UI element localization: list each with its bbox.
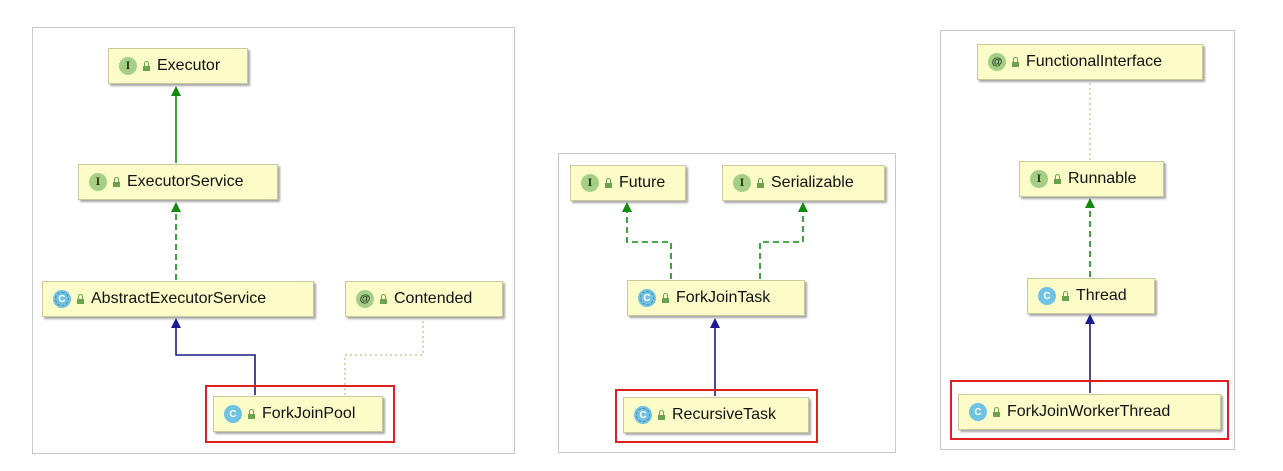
node-label: Thread [1076, 287, 1127, 304]
class-icon: C [224, 405, 242, 423]
node-label: FunctionalInterface [1026, 53, 1163, 70]
lock-icon [993, 407, 1000, 417]
lock-icon [1012, 57, 1019, 67]
lock-icon [248, 409, 255, 419]
node-future[interactable]: I Future [570, 165, 686, 201]
node-label: Future [619, 174, 666, 191]
node-contended[interactable]: @ Contended [345, 281, 503, 317]
class-icon: C [1038, 287, 1056, 305]
node-serializable[interactable]: I Serializable [722, 165, 885, 201]
node-label: RecursiveTask [672, 406, 777, 423]
node-forkjoinpool[interactable]: C ForkJoinPool [213, 396, 383, 432]
lock-icon [658, 410, 665, 420]
abstract-class-icon: C [53, 290, 71, 308]
node-label: ForkJoinTask [676, 289, 771, 306]
node-label: ForkJoinPool [262, 405, 356, 422]
annotation-icon: @ [988, 53, 1006, 71]
node-label: ExecutorService [127, 173, 244, 190]
class-icon: C [969, 403, 987, 421]
node-executor[interactable]: I Executor [108, 48, 248, 84]
interface-icon: I [1030, 170, 1048, 188]
node-label: Contended [394, 290, 473, 307]
node-recursivetask[interactable]: C RecursiveTask [623, 397, 809, 433]
highlight-forkjoinworkerthread [950, 380, 1229, 440]
lock-icon [662, 293, 669, 303]
node-label: AbstractExecutorService [91, 290, 267, 307]
lock-icon [77, 294, 84, 304]
lock-icon [605, 178, 612, 188]
node-label: Executor [157, 57, 221, 74]
node-label: Serializable [771, 174, 854, 191]
lock-icon [380, 294, 387, 304]
abstract-class-icon: C [638, 289, 656, 307]
node-forkjoinworkerthread[interactable]: C ForkJoinWorkerThread [958, 394, 1221, 430]
highlight-recursivetask [615, 389, 818, 443]
interface-icon: I [581, 174, 599, 192]
highlight-forkjoinpool [205, 385, 395, 443]
diagram-panel-forkjoinpool [32, 27, 515, 454]
lock-icon [143, 61, 150, 71]
interface-icon: I [733, 174, 751, 192]
annotation-icon: @ [356, 290, 374, 308]
node-functionalinterface[interactable]: @ FunctionalInterface [977, 44, 1203, 80]
node-runnable[interactable]: I Runnable [1019, 161, 1164, 197]
node-thread[interactable]: C Thread [1027, 278, 1155, 314]
lock-icon [1062, 291, 1069, 301]
lock-icon [1054, 174, 1061, 184]
interface-icon: I [89, 173, 107, 191]
node-forkjointask[interactable]: C ForkJoinTask [627, 280, 805, 316]
lock-icon [757, 178, 764, 188]
abstract-class-icon: C [634, 406, 652, 424]
node-label: ForkJoinWorkerThread [1007, 403, 1171, 420]
node-executorservice[interactable]: I ExecutorService [78, 164, 278, 200]
node-label: Runnable [1068, 170, 1137, 187]
lock-icon [113, 177, 120, 187]
interface-icon: I [119, 57, 137, 75]
node-abstractexecutorservice[interactable]: C AbstractExecutorService [42, 281, 314, 317]
